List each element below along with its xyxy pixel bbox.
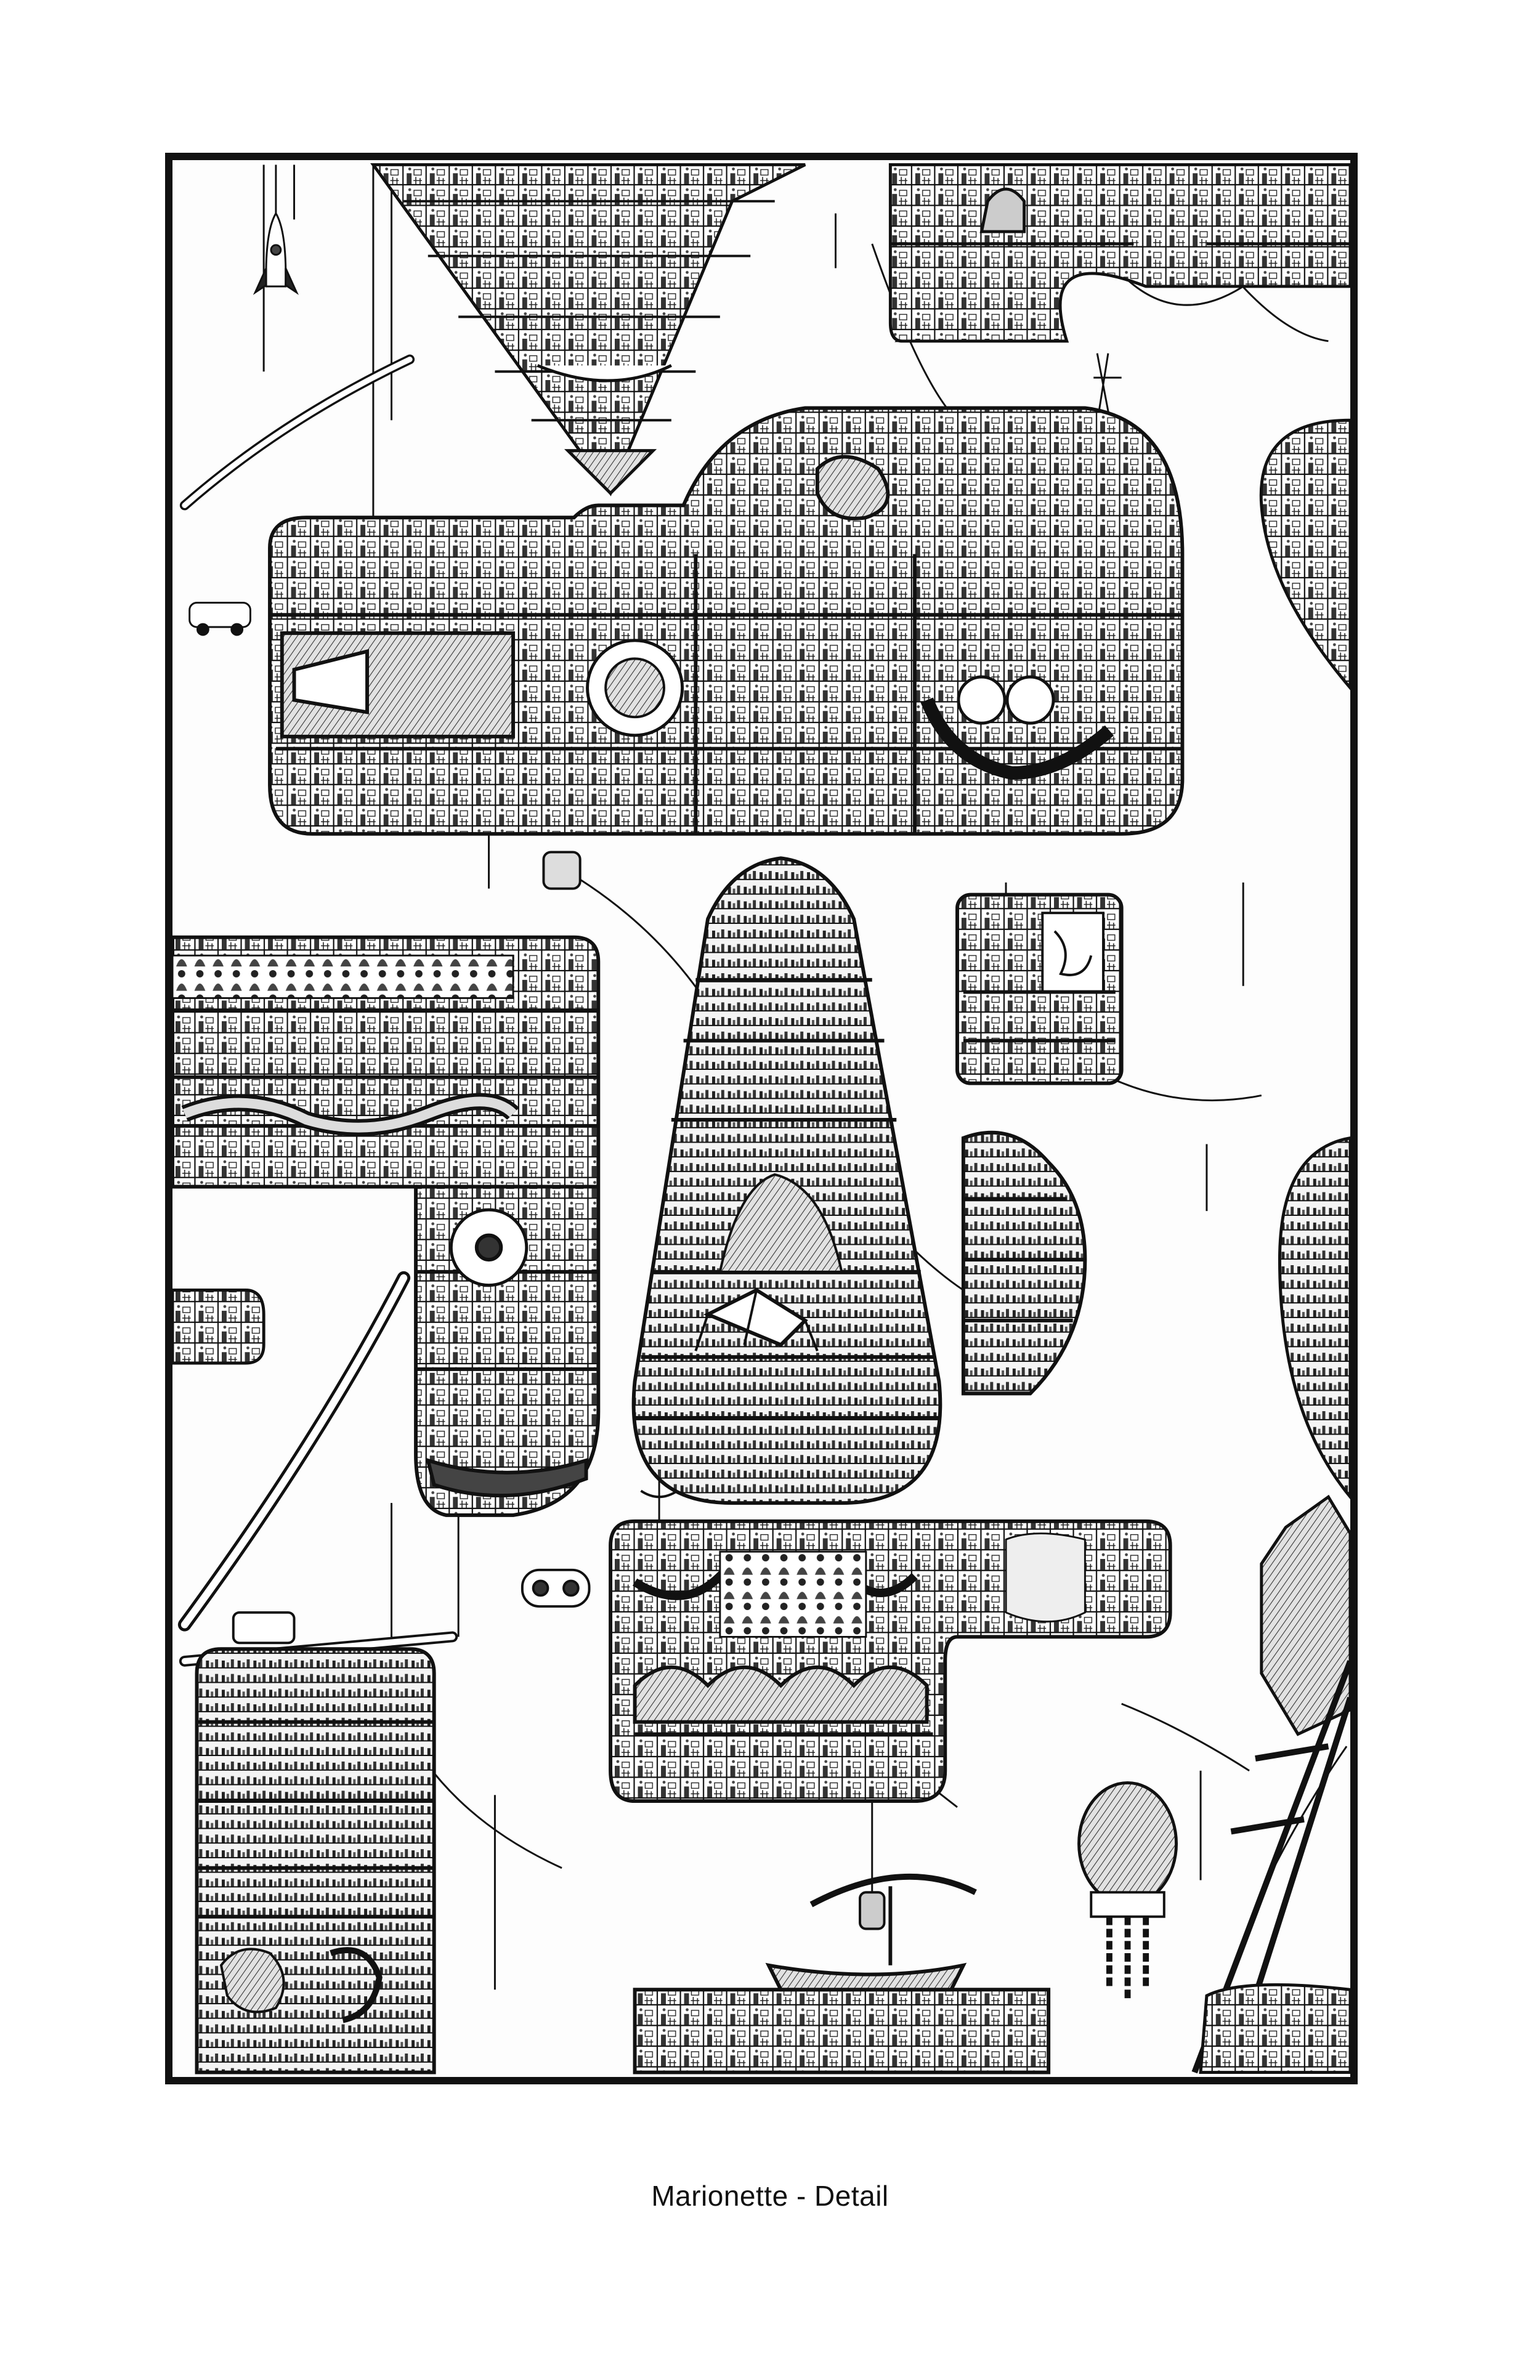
artwork-caption: Marionette - Detail [651, 2180, 889, 2212]
rocket-icon [253, 211, 299, 295]
marionette-drawing [172, 163, 1350, 2074]
artwork-frame [165, 153, 1358, 2084]
